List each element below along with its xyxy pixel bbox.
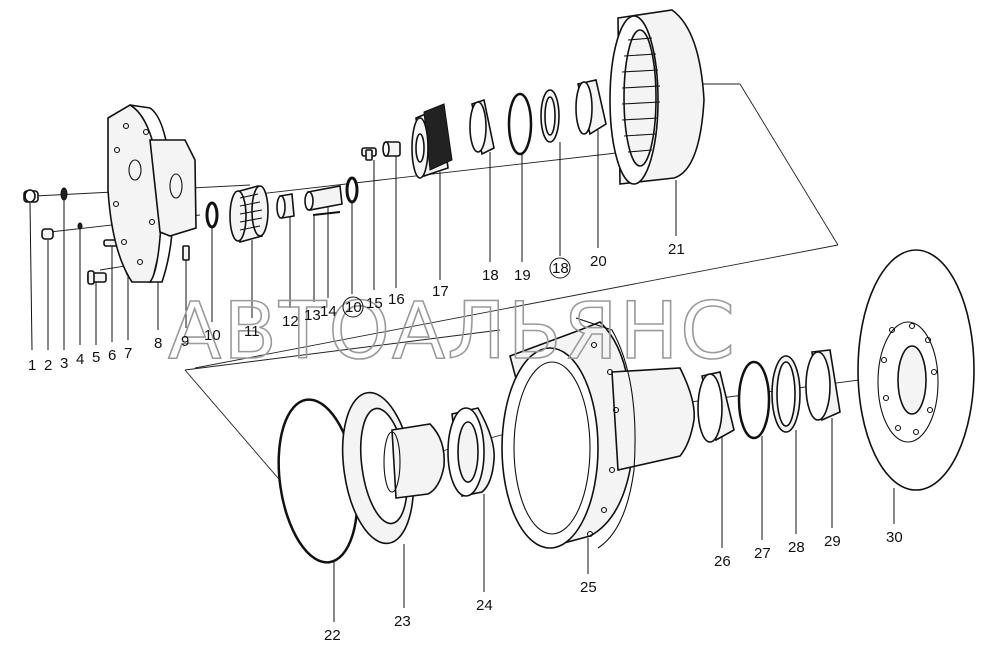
label-18-second-circle <box>549 257 571 279</box>
label-25: 25 <box>580 579 597 596</box>
part-21-ring-gear <box>609 9 705 185</box>
part-12-bushing <box>276 193 295 219</box>
part-20-bearing-cone <box>575 79 607 136</box>
part-23-gear-flange <box>341 391 446 545</box>
label-15: 15 <box>366 295 383 312</box>
label-18-second: 18 <box>552 260 569 277</box>
label-6: 6 <box>108 347 116 364</box>
label-21: 21 <box>668 241 685 258</box>
label-2: 2 <box>44 357 52 374</box>
part-15-bolt <box>361 147 377 161</box>
label-17: 17 <box>432 283 449 300</box>
part-2-plug <box>41 228 54 240</box>
part-5-bolt <box>87 270 107 285</box>
part-19-circlip <box>507 92 533 156</box>
watermark: АВТОАЛЬЯНС <box>168 287 737 377</box>
label-5: 5 <box>92 349 100 366</box>
part-14-shaft <box>304 185 343 211</box>
label-22: 22 <box>324 627 341 644</box>
label-23: 23 <box>394 613 411 630</box>
part-30-brake-disc <box>857 249 975 491</box>
label-24: 24 <box>476 597 493 614</box>
part-16-bushing <box>382 141 401 157</box>
label-14: 14 <box>320 303 337 320</box>
label-19: 19 <box>514 267 531 284</box>
label-1: 1 <box>28 357 36 374</box>
label-12: 12 <box>282 313 299 330</box>
part-1-plug <box>23 189 39 203</box>
part-labels: 1 2 3 4 5 6 7 8 9 10 11 12 13 14 10 15 1… <box>28 241 903 644</box>
part-28-ring <box>771 355 801 433</box>
label-10-left: 10 <box>204 327 221 344</box>
label-30: 30 <box>886 529 903 546</box>
label-10-right: 10 <box>345 299 362 316</box>
label-10-right-circle <box>342 296 364 318</box>
label-28: 28 <box>788 539 805 556</box>
part-18-ring <box>469 98 495 156</box>
part-11-planet-gear <box>229 184 269 244</box>
part-13-pin <box>312 211 341 216</box>
label-11: 11 <box>244 323 260 340</box>
label-4: 4 <box>76 351 84 368</box>
part-24-bearing <box>447 407 495 497</box>
label-3: 3 <box>60 355 68 372</box>
part-27-seal <box>737 360 771 440</box>
label-20: 20 <box>590 253 607 270</box>
upper-assembly-axis <box>34 83 839 369</box>
part-8-carrier-plate <box>107 104 197 283</box>
label-8: 8 <box>154 335 162 352</box>
part-9-screw <box>182 245 190 261</box>
part-29-ring <box>805 349 841 422</box>
part-3-ring <box>60 187 68 201</box>
part-17-sun-gear <box>411 103 453 179</box>
label-13: 13 <box>304 307 321 324</box>
part-18-ring-second <box>540 89 560 143</box>
part-26-bearing <box>697 371 735 443</box>
label-18: 18 <box>482 267 499 284</box>
label-29: 29 <box>824 533 841 550</box>
label-7: 7 <box>124 345 132 362</box>
part-10-ring-right <box>345 176 359 204</box>
label-26: 26 <box>714 553 731 570</box>
part-10-ring-left <box>205 201 219 229</box>
leader-lines <box>29 130 895 622</box>
label-9: 9 <box>181 333 189 350</box>
label-27: 27 <box>754 545 771 562</box>
part-4-washer <box>77 222 83 230</box>
label-16: 16 <box>388 291 405 308</box>
part-25-hub-housing <box>501 317 696 549</box>
